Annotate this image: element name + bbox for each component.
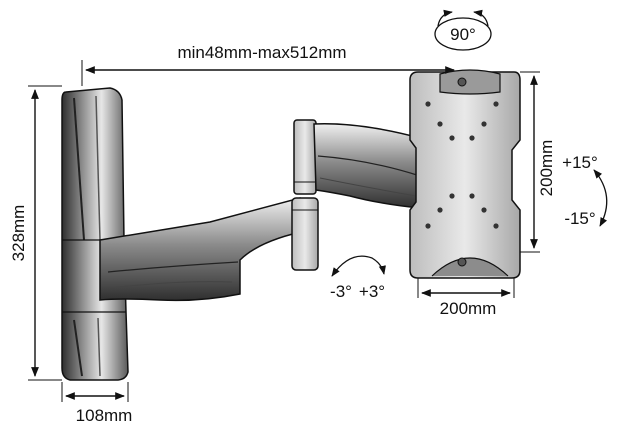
level-indicator <box>331 255 386 277</box>
tilt-up-label: +15° <box>562 153 598 172</box>
wall-height-label: 328mm <box>9 205 28 262</box>
wall-plate <box>61 87 129 381</box>
wall-width-label: 108mm <box>76 406 133 425</box>
vesa-horizontal-label: 200mm <box>440 299 497 318</box>
vesa-vertical-label: 200mm <box>537 140 556 197</box>
vesa-plate <box>409 69 521 279</box>
dim-vesa-horizontal <box>417 278 515 298</box>
upper-arm <box>313 123 431 209</box>
dim-wall-width <box>61 382 129 402</box>
level-plus-label: +3° <box>359 282 385 301</box>
swivel-label: 90° <box>450 25 476 44</box>
dim-vesa-vertical <box>520 71 540 253</box>
swivel-indicator <box>434 9 492 51</box>
level-minus-label: -3° <box>330 282 352 301</box>
lower-arm <box>99 197 311 302</box>
arm-extension-label: min48mm-max512mm <box>177 43 346 62</box>
dim-arm-extension <box>81 60 455 86</box>
tilt-indicator <box>593 169 608 227</box>
tilt-down-label: -15° <box>564 209 595 228</box>
dim-wall-height <box>28 85 62 381</box>
vesa-holes <box>425 101 499 229</box>
